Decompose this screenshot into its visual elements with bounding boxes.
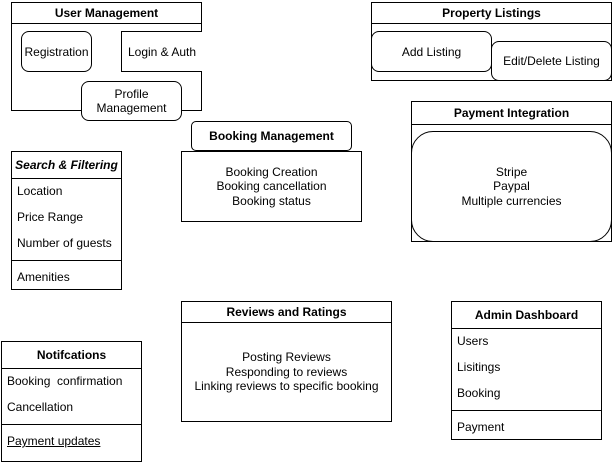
reviews-responding: Responding to reviews — [225, 364, 348, 379]
reviews-linking: Linking reviews to specific booking — [194, 379, 379, 394]
notification-booking-confirmation: Booking confirmation — [7, 374, 123, 388]
registration-node[interactable]: Registration — [21, 31, 92, 72]
notifications-title: Notifcations — [36, 348, 107, 362]
booking-status: Booking status — [232, 193, 311, 208]
login-auth-node[interactable]: Login & Auth — [121, 31, 202, 72]
payment-multiple-currencies: Multiple currencies — [461, 193, 562, 208]
reviews-ratings-divider — [182, 322, 391, 323]
reviews-ratings-title: Reviews and Ratings — [226, 305, 347, 319]
notifications-separator — [2, 424, 141, 425]
booking-management-title[interactable]: Booking Management — [191, 121, 352, 151]
payment-stripe: Stripe — [495, 164, 528, 179]
admin-dashboard-container: Admin Dashboard Users Lisitings Booking … — [451, 301, 602, 440]
notification-payment-updates: Payment updates — [7, 434, 101, 448]
search-number-of-guests: Number of guests — [17, 236, 112, 250]
payment-paypal: Paypal — [493, 179, 530, 194]
payment-integration-divider — [412, 124, 611, 125]
booking-cancellation: Booking cancellation — [216, 179, 327, 194]
search-amenities: Amenities — [17, 270, 70, 284]
edit-delete-listing-node[interactable]: Edit/Delete Listing — [491, 41, 612, 81]
user-management-title: User Management — [54, 6, 159, 20]
property-listings-title: Property Listings — [442, 6, 541, 20]
admin-booking: Booking — [457, 386, 501, 400]
add-listing-node[interactable]: Add Listing — [371, 31, 492, 72]
reviews-posting: Posting Reviews — [242, 350, 331, 365]
notifications-divider — [2, 368, 141, 369]
admin-dashboard-separator — [452, 410, 601, 411]
booking-creation: Booking Creation — [225, 164, 318, 179]
payment-integration-title: Payment Integration — [453, 106, 570, 120]
profile-management-line-1: Profile — [114, 86, 149, 101]
payment-integration-body: Stripe Paypal Multiple currencies — [411, 131, 612, 242]
reviews-ratings-body: Posting Reviews Responding to reviews Li… — [182, 323, 391, 421]
search-filtering-divider — [12, 178, 121, 179]
notification-cancellation: Cancellation — [7, 400, 74, 414]
admin-dashboard-title: Admin Dashboard — [474, 308, 579, 322]
admin-users: Users — [457, 334, 489, 348]
search-price-range: Price Range — [17, 210, 84, 224]
user-management-divider — [12, 23, 201, 24]
search-filtering-title: Search & Filtering — [15, 158, 118, 172]
admin-dashboard-divider — [452, 328, 601, 329]
search-filtering-separator — [12, 260, 121, 261]
admin-listings: Lisitings — [457, 360, 501, 374]
booking-management-body: Booking Creation Booking cancellation Bo… — [181, 151, 362, 222]
profile-management-node[interactable]: Profile Management — [81, 81, 182, 121]
reviews-ratings-container: Reviews and Ratings Posting Reviews Resp… — [181, 301, 392, 422]
profile-management-line-2: Management — [96, 101, 167, 115]
search-filtering-container: Search & Filtering Location Price Range … — [11, 151, 122, 290]
admin-payment: Payment — [457, 420, 505, 434]
notifications-container: Notifcations Booking confirmation Cancel… — [1, 341, 142, 462]
property-listings-divider — [372, 23, 611, 24]
search-location: Location — [17, 184, 63, 198]
